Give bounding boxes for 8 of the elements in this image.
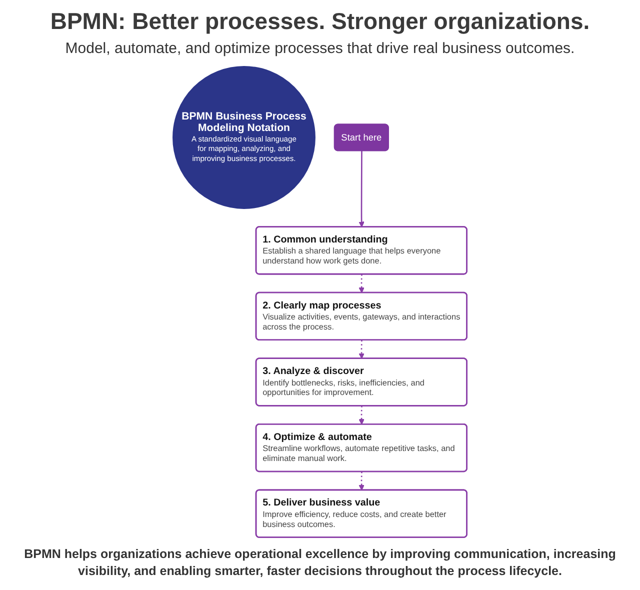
arrow xyxy=(358,274,364,294)
title: BPMN: Better processes. Stronger organizations. xyxy=(49,8,591,36)
arrow xyxy=(358,151,364,228)
arrow xyxy=(358,340,364,360)
subtitle: Model, automate, and optimize processes that drive real business outcomes. xyxy=(64,40,576,58)
arrow xyxy=(358,406,364,426)
caption: BPMN helps organizations achieve operational excellence by improving communication, increasing visibility, and enabling smarter, faster decisions throughout the process lifecycle. xyxy=(23,546,617,580)
arrow xyxy=(358,472,364,491)
